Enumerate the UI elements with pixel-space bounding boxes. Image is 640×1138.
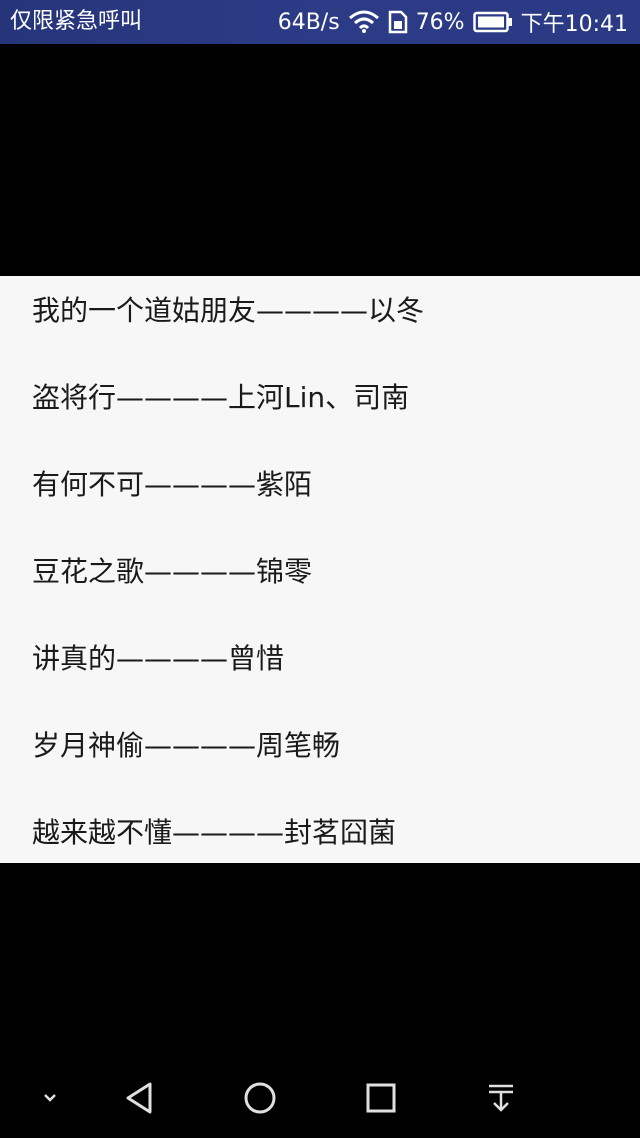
recents-icon[interactable] [359,1076,403,1120]
status-indicators: 64B/s 76% [277,8,628,38]
clock: 下午10:41 [520,12,628,37]
list-item[interactable]: 越来越不懂————封茗囧菌 [32,816,397,849]
network-speed: 64B/s [277,9,340,35]
list-item[interactable]: 岁月神偷————周笔畅 [32,729,341,762]
battery-percent: 76% [415,9,465,35]
home-icon[interactable] [238,1076,282,1120]
wifi-icon [348,10,380,34]
battery-icon [472,11,513,33]
navigation-bar [0,1058,640,1138]
chevron-down-icon[interactable] [28,1076,72,1120]
list-item[interactable]: 豆花之歌————锦零 [32,555,313,588]
list-item[interactable]: 有何不可————紫陌 [32,468,313,501]
sim-icon [388,10,408,34]
back-icon[interactable] [118,1076,162,1120]
status-bar: 仅限紧急呼叫 64B/s 76% [0,0,640,44]
carrier-text: 仅限紧急呼叫 [10,9,143,34]
list-item[interactable]: 讲真的————曾惜 [32,642,285,675]
notification-pull-icon[interactable] [479,1076,523,1120]
list-item[interactable]: 我的一个道姑朋友————以冬 [32,294,425,327]
song-list-dialog: 我的一个道姑朋友————以冬 盗将行————上河Lin、司南 有何不可————紫… [0,276,640,863]
list-item[interactable]: 盗将行————上河Lin、司南 [32,381,410,414]
